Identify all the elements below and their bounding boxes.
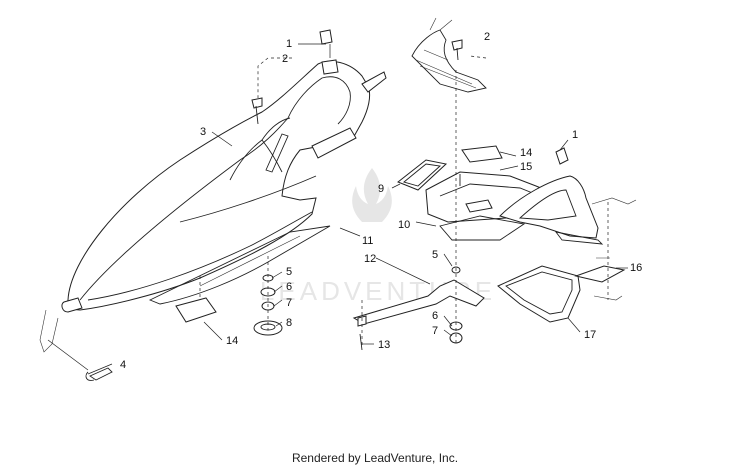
mount-plate-part bbox=[175, 145, 503, 323]
callout-14-left: 14 bbox=[226, 335, 238, 347]
callout-1: 1 bbox=[286, 38, 292, 50]
callout-4: 4 bbox=[120, 359, 126, 371]
dash-frame-part bbox=[411, 17, 487, 93]
callout-15: 15 bbox=[520, 161, 532, 173]
callout-1-right: 1 bbox=[572, 129, 578, 141]
callout-6: 6 bbox=[286, 281, 292, 293]
callout-5: 5 bbox=[286, 266, 292, 278]
callout-5-right: 5 bbox=[432, 249, 438, 261]
screw-part bbox=[251, 39, 463, 125]
callout-2-right: 2 bbox=[484, 31, 490, 43]
callout-10: 10 bbox=[398, 219, 410, 231]
bracket-part bbox=[352, 279, 485, 325]
callout-2: 2 bbox=[282, 53, 288, 65]
callouts: 1 2 2 3 4 5 6 7 8 14 9 10 11 12 13 5 6 7… bbox=[120, 31, 642, 371]
leader-lines bbox=[47, 43, 628, 375]
callout-6-right: 6 bbox=[432, 310, 438, 322]
callout-7: 7 bbox=[286, 297, 292, 309]
callout-13: 13 bbox=[378, 339, 390, 351]
callout-3: 3 bbox=[200, 126, 206, 138]
callout-7-right: 7 bbox=[432, 325, 438, 337]
callout-11: 11 bbox=[362, 235, 373, 247]
callout-17: 17 bbox=[584, 329, 596, 341]
hood-part bbox=[61, 59, 387, 313]
callout-16: 16 bbox=[630, 262, 642, 274]
callout-12: 12 bbox=[364, 253, 376, 265]
rivet-part bbox=[319, 29, 569, 165]
side-panel-part bbox=[499, 175, 604, 245]
footer-credit: Rendered by LeadVenture, Inc. bbox=[291, 451, 459, 465]
plate-part bbox=[439, 215, 526, 241]
hairpin-clip-part bbox=[39, 309, 113, 381]
belly-pan-part bbox=[148, 225, 331, 305]
callout-8: 8 bbox=[286, 317, 292, 329]
seal-loop-part bbox=[497, 265, 581, 323]
seal-part bbox=[397, 159, 448, 191]
callout-9: 9 bbox=[378, 183, 384, 195]
callout-14-right: 14 bbox=[520, 147, 532, 159]
